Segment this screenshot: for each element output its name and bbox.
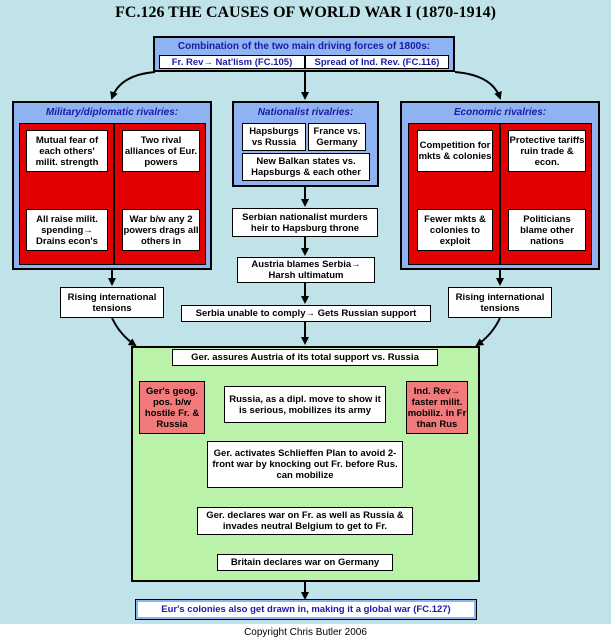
fr-rev-box: Fr. Rev→ Nat'lism (FC.105) [159,55,305,69]
raise-spending-box: All raise milit. spending→ Drains econ's [26,209,108,251]
france-germany-box: France vs. Germany [308,123,366,151]
driving-forces-heading: Combination of the two main driving forc… [177,41,431,52]
tensions-left-box: Rising international tensions [60,287,164,318]
driving-forces-box: Combination of the two main driving forc… [153,36,455,72]
economic-heading: Economic rivalries: [453,107,547,118]
page-title: FC.126 THE CAUSES OF WORLD WAR I (1870-1… [115,4,496,21]
military-heading: Military/diplomatic rivalries: [45,107,179,118]
global-war-box: Eur's colonies also get drawn in, making… [135,599,477,620]
military-rivalries-box: Military/diplomatic rivalries: Mutual fe… [12,101,212,270]
economic-rivalries-box: Economic rivalries: Competition for mkts… [400,101,600,270]
nationalist-heading: Nationalist rivalries: [257,107,354,118]
ind-rev-box: Spread of Ind. Rev. (FC.116) [305,55,449,69]
mutual-fear-box: Mutual fear of each others' milit. stren… [26,130,108,172]
footer-band [0,624,611,640]
copyright: Copyright Chris Butler 2006 [244,627,367,638]
britain-declares-box: Britain declares war on Germany [217,554,393,571]
arrow-tensions-right-green [475,317,501,347]
politicians-box: Politicians blame other nations [508,209,586,251]
ger-assures-box: Ger. assures Austria of its total suppor… [172,349,438,366]
arrow-tensions-left-green [111,317,137,347]
tariffs-box: Protective tariffs ruin trade & econ. [508,130,586,172]
tensions-right-box: Rising international tensions [448,287,552,318]
schlieffen-plan-box: Ger. activates Schlieffen Plan to avoid … [207,441,403,488]
serbian-murder-box: Serbian nationalist murders heir to Haps… [232,208,378,237]
russia-mobilizes-box: Russia, as a dipl. move to show it is se… [224,386,386,423]
war-drags-box: War b/w any 2 powers drags all others in [122,209,200,251]
arrow-top-military [110,71,156,100]
competition-box: Competition for mkts & colonies [417,130,493,172]
balkan-states-box: New Balkan states vs. Hapsburgs & each o… [242,153,370,181]
ger-declares-war-box: Ger. declares war on Fr. as well as Russ… [197,507,413,535]
arrow-top-economic [454,71,502,100]
geog-position-box: Ger's geog. pos. b/w hostile Fr. & Russi… [139,381,205,434]
fewer-markets-box: Fewer mkts & colonies to exploit [417,209,493,251]
rival-alliances-box: Two rival alliances of Eur. powers [122,130,200,172]
nationalist-rivalries-box: Nationalist rivalries: Hapsburgs vs Russ… [232,101,379,187]
hapsburgs-russia-box: Hapsburgs vs Russia [242,123,306,151]
ind-rev-mobiliz-box: Ind. Rev→ faster milit. mobiliz. in Fr t… [406,381,468,434]
serbia-unable-box: Serbia unable to comply→ Gets Russian su… [181,305,431,322]
austria-ultimatum-box: Austria blames Serbia→ Harsh ultimatum [237,257,375,283]
